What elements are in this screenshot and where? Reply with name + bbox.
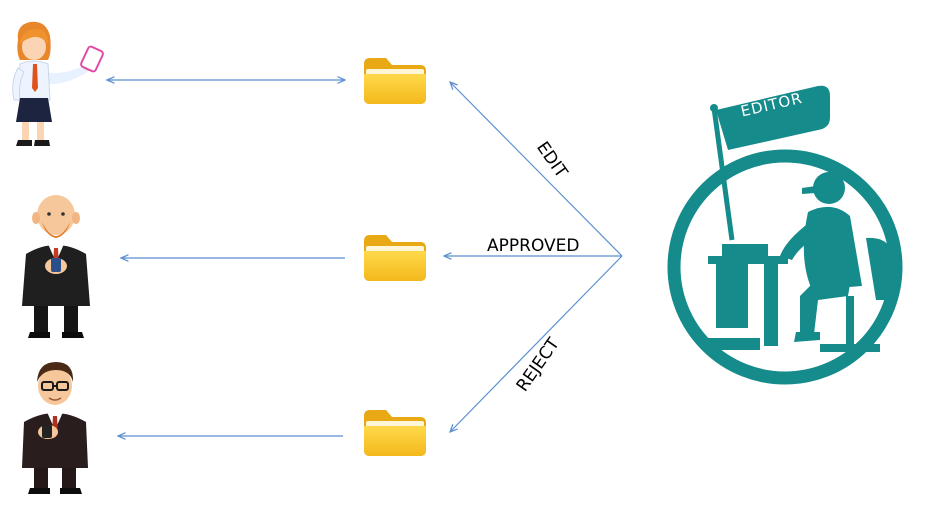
man-with-glasses-icon: [22, 362, 88, 494]
folder-icon: [364, 58, 426, 104]
arrow-editor-edit: [450, 82, 623, 257]
arrow-editor-reject: [450, 255, 623, 432]
folder-icon: [364, 235, 426, 281]
arrows: [107, 80, 623, 436]
folder-icon: [364, 410, 426, 456]
approved-label: APPROVED: [487, 236, 580, 256]
editor-at-desk-icon: [667, 85, 903, 385]
woman-with-phone-icon: [12, 21, 104, 146]
bald-man-in-suit-icon: [22, 195, 90, 338]
